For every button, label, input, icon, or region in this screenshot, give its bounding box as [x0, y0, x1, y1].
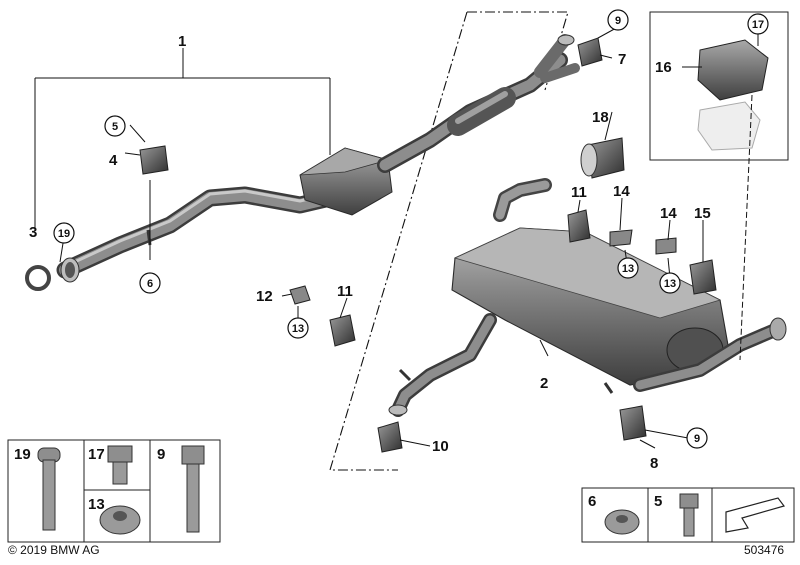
callout-10: 10	[432, 438, 449, 455]
tailpipe-trim	[580, 137, 625, 179]
callout-14-upper: 14	[613, 183, 630, 200]
callout-1: 1	[178, 33, 186, 50]
hex-bolt-icon	[181, 445, 205, 465]
callout-13-left: 13	[292, 323, 304, 335]
copyright-text: © 2019 BMW AG	[8, 543, 100, 557]
legend-19: 19	[14, 446, 31, 463]
callout-9-bottom: 9	[694, 433, 700, 445]
direction-arrow-icon	[725, 497, 786, 533]
callout-13-upper: 13	[622, 263, 634, 275]
callout-17: 17	[752, 19, 764, 31]
callout-12: 12	[256, 288, 273, 305]
legend-6: 6	[588, 493, 596, 510]
callout-11-left: 11	[337, 283, 353, 300]
callout-9-top: 9	[615, 15, 621, 27]
callout-14-right: 14	[660, 205, 677, 222]
callout-19: 19	[58, 228, 70, 240]
callout-15: 15	[694, 205, 711, 222]
image-number: 503476	[744, 543, 784, 557]
fastener-legend-right: 6 5	[581, 487, 795, 543]
callout-6: 6	[147, 278, 153, 290]
flange-bolt-icon	[107, 445, 133, 463]
small-parts	[25, 37, 717, 453]
actuator-inset	[649, 11, 789, 361]
legend-9: 9	[157, 446, 165, 463]
callout-18: 18	[592, 109, 609, 126]
rear-silencer-assembly	[388, 178, 787, 417]
callout-4: 4	[109, 152, 118, 169]
callout-16: 16	[655, 59, 672, 76]
callout-11-upper: 11	[571, 184, 587, 201]
callout-13-right: 13	[664, 278, 676, 290]
callout-2: 2	[540, 375, 548, 392]
legend-5: 5	[654, 493, 662, 510]
legend-13: 13	[88, 496, 105, 513]
callout-8: 8	[650, 455, 658, 472]
fastener-legend-left: 19 17 13 9	[7, 439, 221, 543]
callout-labels: 1 2 3 4 7 8 10 11 11 12 14 14 15 16 18	[29, 33, 711, 472]
section-outline	[329, 11, 569, 471]
flap-actuator	[697, 39, 769, 101]
front-pipe-assembly	[56, 34, 580, 283]
legend-17: 17	[88, 446, 105, 463]
callout-7: 7	[618, 51, 626, 68]
callout-5: 5	[112, 121, 118, 133]
circled-callouts: 5 6 9 9 13 13 13 17 19	[53, 9, 769, 449]
callout-3: 3	[29, 224, 37, 241]
bolt-icon	[679, 493, 699, 509]
